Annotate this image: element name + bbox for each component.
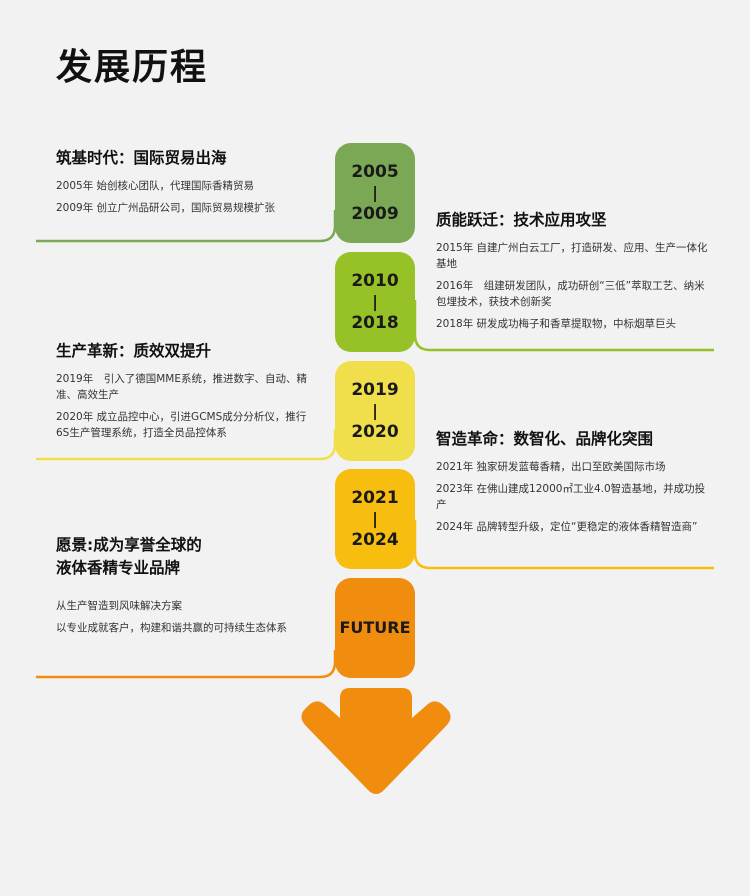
era-item: 2024年 品牌转型升级，定位“更稳定的液体香精智造商”: [436, 521, 698, 533]
era-block-1: 筑基时代：国际贸易出海 2005年 始创核心团队，代理国际香精贸易 2009年 …: [56, 147, 318, 222]
era-separator: |: [372, 183, 378, 202]
vision-heading-line-2: 液体香精专业品牌: [56, 559, 181, 577]
era-item: 2019年 引入了德国MME系统，推进数字、自动、精准、高效生产: [56, 373, 307, 401]
era-separator: |: [372, 509, 378, 528]
era-item: 2009年 创立广州品研公司，国际贸易规模扩张: [56, 202, 276, 214]
era-start-year: 2021: [351, 488, 399, 508]
era-end-year: 2024: [351, 530, 399, 550]
connector-era-5: [36, 650, 337, 679]
era-item: 2023年 在佛山建成12000㎡工业4.0智造基地，并成功投产: [436, 483, 706, 511]
era-badge-2021-2024: 2021 | 2024: [335, 469, 415, 569]
era-item: 2018年 研发成功梅子和香草提取物，中标烟草巨头: [436, 318, 677, 330]
era-item: 2020年 成立品控中心，引进GCMS成分分析仪，推行6S生产管理系统，打造全员…: [56, 411, 307, 439]
era-badge-future: FUTURE: [335, 578, 415, 678]
era-heading: 智造革命：数智化、品牌化突围: [436, 430, 654, 448]
era-badge-2010-2018: 2010 | 2018: [335, 252, 415, 352]
era-end-year: 2020: [351, 422, 399, 442]
era-item: 从生产智造到风味解决方案: [56, 600, 182, 612]
era-item: 以专业成就客户，构建和谐共赢的可持续生态体系: [56, 622, 287, 634]
era-separator: |: [372, 292, 378, 311]
era-heading: 生产革新：质效双提升: [56, 342, 212, 360]
era-block-5: 愿景:成为享誉全球的 液体香精专业品牌 从生产智造到风味解决方案 以专业成就客户…: [56, 534, 312, 642]
era-start-year: 2019: [351, 380, 399, 400]
era-start-year: 2010: [351, 271, 399, 291]
era-item: 2016年 组建研发团队，成功研创“三低”萃取工艺、纳米包埋技术，获技术创新奖: [436, 280, 705, 308]
era-badge-2005-2009: 2005 | 2009: [335, 143, 415, 243]
era-end-year: 2009: [351, 204, 399, 224]
era-heading: 质能跃迁：技术应用攻坚: [436, 211, 607, 229]
down-arrow-icon: [301, 688, 451, 794]
era-block-4: 智造革命：数智化、品牌化突围 2021年 独家研发蓝莓香精，出口至欧美国际市场 …: [436, 428, 712, 541]
era-block-3: 生产革新：质效双提升 2019年 引入了德国MME系统，推进数字、自动、精准、高…: [56, 340, 318, 447]
connector-era-3: [36, 430, 337, 461]
era-badge-2019-2020: 2019 | 2020: [335, 361, 415, 461]
vision-heading-line-1: 愿景:成为享誉全球的: [56, 536, 202, 554]
connector-era-2: [413, 300, 714, 352]
era-heading: 筑基时代：国际贸易出海: [56, 149, 227, 167]
era-block-2: 质能跃迁：技术应用攻坚 2015年 自建广州白云工厂，打造研发、应用、生产一体化…: [436, 209, 712, 338]
era-item: 2005年 始创核心团队，代理国际香精贸易: [56, 180, 255, 192]
era-heading: 愿景:成为享誉全球的 液体香精专业品牌: [56, 534, 312, 580]
era-item: 2015年 自建广州白云工厂，打造研发、应用、生产一体化基地: [436, 242, 708, 270]
page-title: 发展历程: [56, 47, 209, 88]
connector-era-4: [413, 520, 714, 570]
era-end-year: 2018: [351, 313, 399, 333]
era-item: 2021年 独家研发蓝莓香精，出口至欧美国际市场: [436, 461, 666, 473]
connector-era-1: [36, 210, 337, 243]
era-future-label: FUTURE: [339, 618, 411, 637]
era-separator: |: [372, 401, 378, 420]
era-start-year: 2005: [351, 162, 399, 182]
